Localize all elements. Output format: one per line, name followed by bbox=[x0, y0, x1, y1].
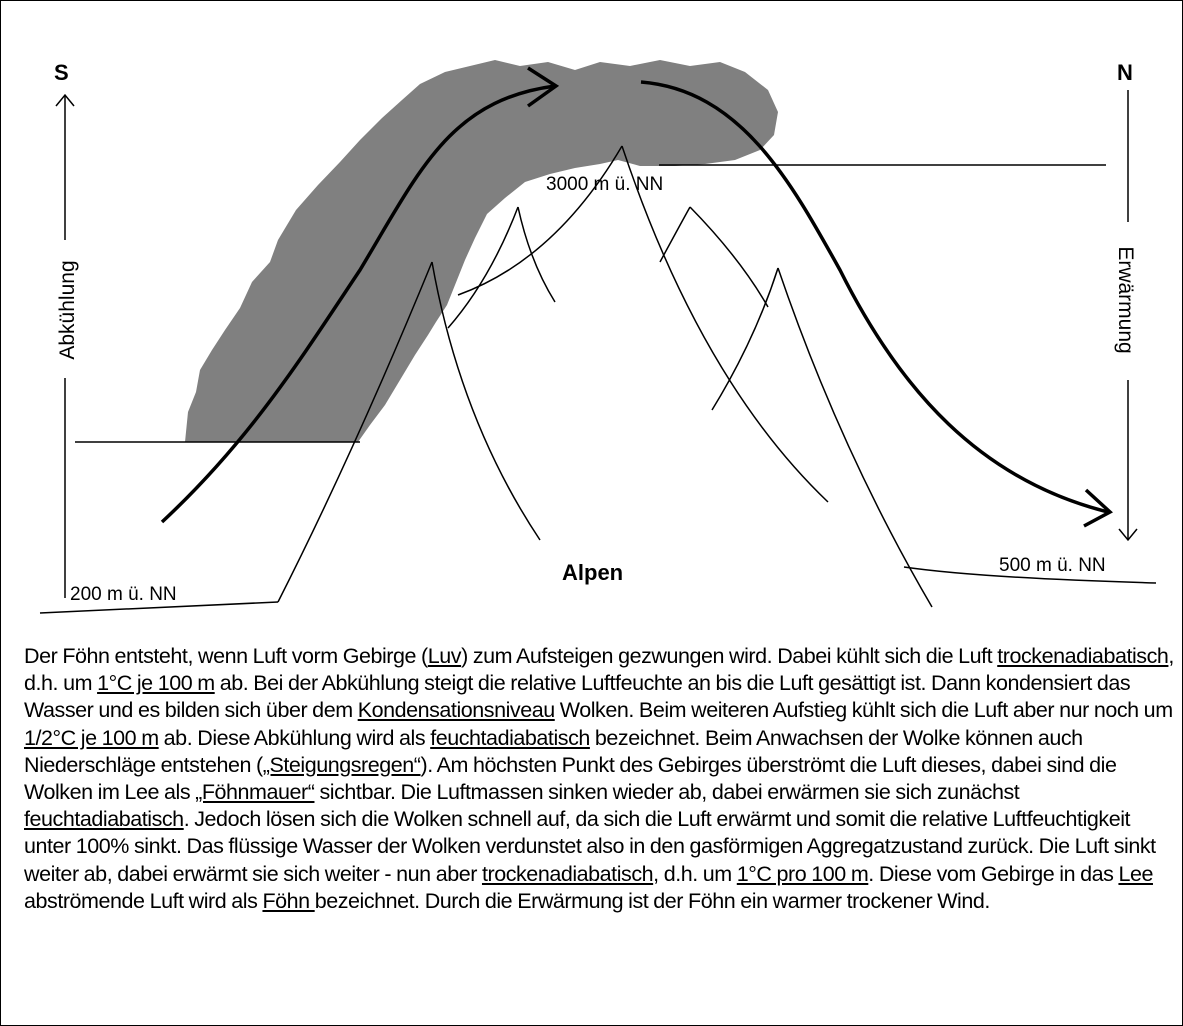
airflow-descent-arrow bbox=[640, 80, 1109, 514]
description-term: 1/2°C je 100 m bbox=[24, 725, 159, 750]
description-text: ). Am höchsten Punkt des Gebirges überst… bbox=[24, 752, 1117, 805]
description-text: , d.h. um bbox=[653, 861, 737, 886]
warming-axis bbox=[1118, 90, 1138, 542]
description-text: Der Föhn entsteht, wenn Luft vorm Gebirg… bbox=[24, 644, 428, 668]
description-text: abströmende Luft wird als bbox=[24, 888, 263, 913]
description-term: Föhn bbox=[262, 888, 315, 913]
description-term: Luv bbox=[427, 644, 462, 668]
cloud-shape bbox=[185, 60, 778, 442]
alps-label: Alpen bbox=[562, 560, 623, 585]
description-text: ab. Bei der Abkühlung steigt die relativ… bbox=[24, 671, 1131, 723]
airflow-descent-arrowhead bbox=[1083, 488, 1113, 528]
description-text: ab. Diese Abkühlung wird als bbox=[158, 725, 431, 750]
description-term: 1°C pro 100 m bbox=[736, 861, 869, 886]
description-text: , d.h. um bbox=[24, 644, 1174, 696]
alps-mountains bbox=[39, 145, 1157, 614]
description-term: Kondensationsniveau bbox=[357, 698, 556, 723]
description-term: 1°C je 100 m bbox=[97, 671, 215, 696]
airflow-ascent-arrow bbox=[160, 84, 556, 524]
height-lee-label: 500 m ü. NN bbox=[999, 555, 1106, 576]
foehn-diagram: S N Abkühlung Erwärmung Alpen 200 m ü. N… bbox=[39, 60, 1157, 614]
description-text: . Diese vom Gebirge in das bbox=[868, 861, 1119, 886]
description-term: trockenadiabatisch bbox=[997, 644, 1169, 668]
description-text: bezeichnet. Beim Anwachsen der Wolke kön… bbox=[24, 725, 1083, 777]
description-text: . Jedoch lösen sich die Wolken schnell a… bbox=[24, 807, 1156, 886]
south-label: S bbox=[54, 60, 69, 85]
description-text: sichtbar. Die Luftmassen sinken wieder a… bbox=[314, 780, 1020, 805]
airflow-ascent-arrowhead bbox=[526, 66, 560, 108]
description-term: trockenadiabatisch bbox=[481, 861, 654, 886]
description-term: Lee bbox=[1118, 861, 1153, 886]
description-term: „Steigungsregen“ bbox=[262, 752, 421, 777]
description-text: Wolken. Beim weiteren Aufstieg kühlt sic… bbox=[554, 698, 1173, 723]
description-term: „Föhnmauer“ bbox=[195, 780, 315, 805]
description-term: feuchtadiabatisch bbox=[24, 807, 184, 832]
foehn-description: Der Föhn entsteht, wenn Luft vorm Gebirg… bbox=[24, 643, 1174, 915]
north-label: N bbox=[1117, 60, 1133, 85]
warming-label: Erwärmung bbox=[1114, 246, 1137, 353]
description-term: feuchtadiabatisch bbox=[430, 725, 590, 750]
description-text: bezeichnet. Durch die Erwärmung ist der … bbox=[314, 888, 991, 913]
cooling-label: Abkühlung bbox=[56, 260, 79, 359]
description-text: ) zum Aufsteigen gezwungen wird. Dabei k… bbox=[461, 644, 998, 668]
height-low-label: 200 m ü. NN bbox=[70, 584, 177, 605]
height-peak-label: 3000 m ü. NN bbox=[546, 174, 663, 195]
cooling-axis bbox=[55, 93, 75, 598]
